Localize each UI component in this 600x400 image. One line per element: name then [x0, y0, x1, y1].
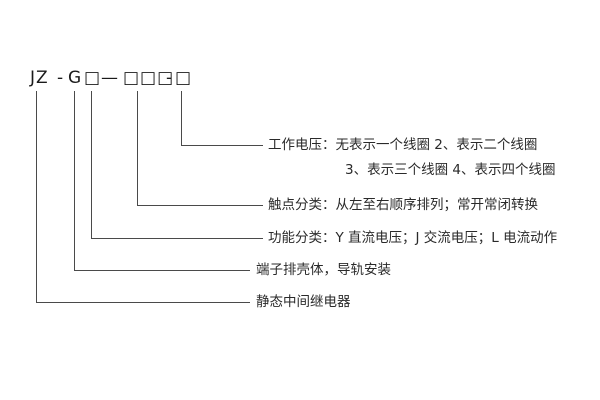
label-working-voltage-line1: 工作电压：无表示一个线圈 2、表示二个线圈: [268, 137, 538, 153]
label-contact-classification: 触点分类：从左至右顺序排列；常开常闭转换: [268, 197, 538, 213]
model-code-voltage-box: □: [175, 68, 193, 88]
model-code-long-dash: —: [101, 68, 119, 88]
connector-vertical-contacts: [137, 91, 138, 205]
label-relay-name: 静态中间继电器: [256, 294, 351, 310]
connector-horizontal-contacts: [137, 205, 263, 206]
connector-horizontal-housing: [74, 270, 250, 271]
connector-horizontal-voltage: [181, 145, 263, 146]
model-code-housing-letter: G: [68, 68, 83, 88]
connector-horizontal-relay-name: [36, 302, 250, 303]
model-code-function-box: □: [84, 68, 102, 88]
connector-vertical-relay-name: [36, 91, 37, 302]
connector-vertical-housing: [74, 91, 75, 270]
connector-vertical-function: [91, 91, 92, 238]
label-function-classification: 功能分类：Y 直流电压；J 交流电压；L 电流动作: [268, 230, 558, 246]
label-working-voltage-line2: 3、表示三个线圈 4、表示四个线圈: [345, 162, 556, 178]
connector-vertical-voltage: [181, 91, 182, 145]
model-code-series: JZ: [30, 68, 49, 88]
model-code-dash-1: -: [57, 68, 65, 88]
label-housing: 端子排壳体，导轨安装: [256, 262, 391, 278]
model-code-contact-boxes: □□□: [123, 68, 175, 88]
connector-horizontal-function: [91, 238, 263, 239]
model-code-dash-2: -: [166, 68, 174, 88]
